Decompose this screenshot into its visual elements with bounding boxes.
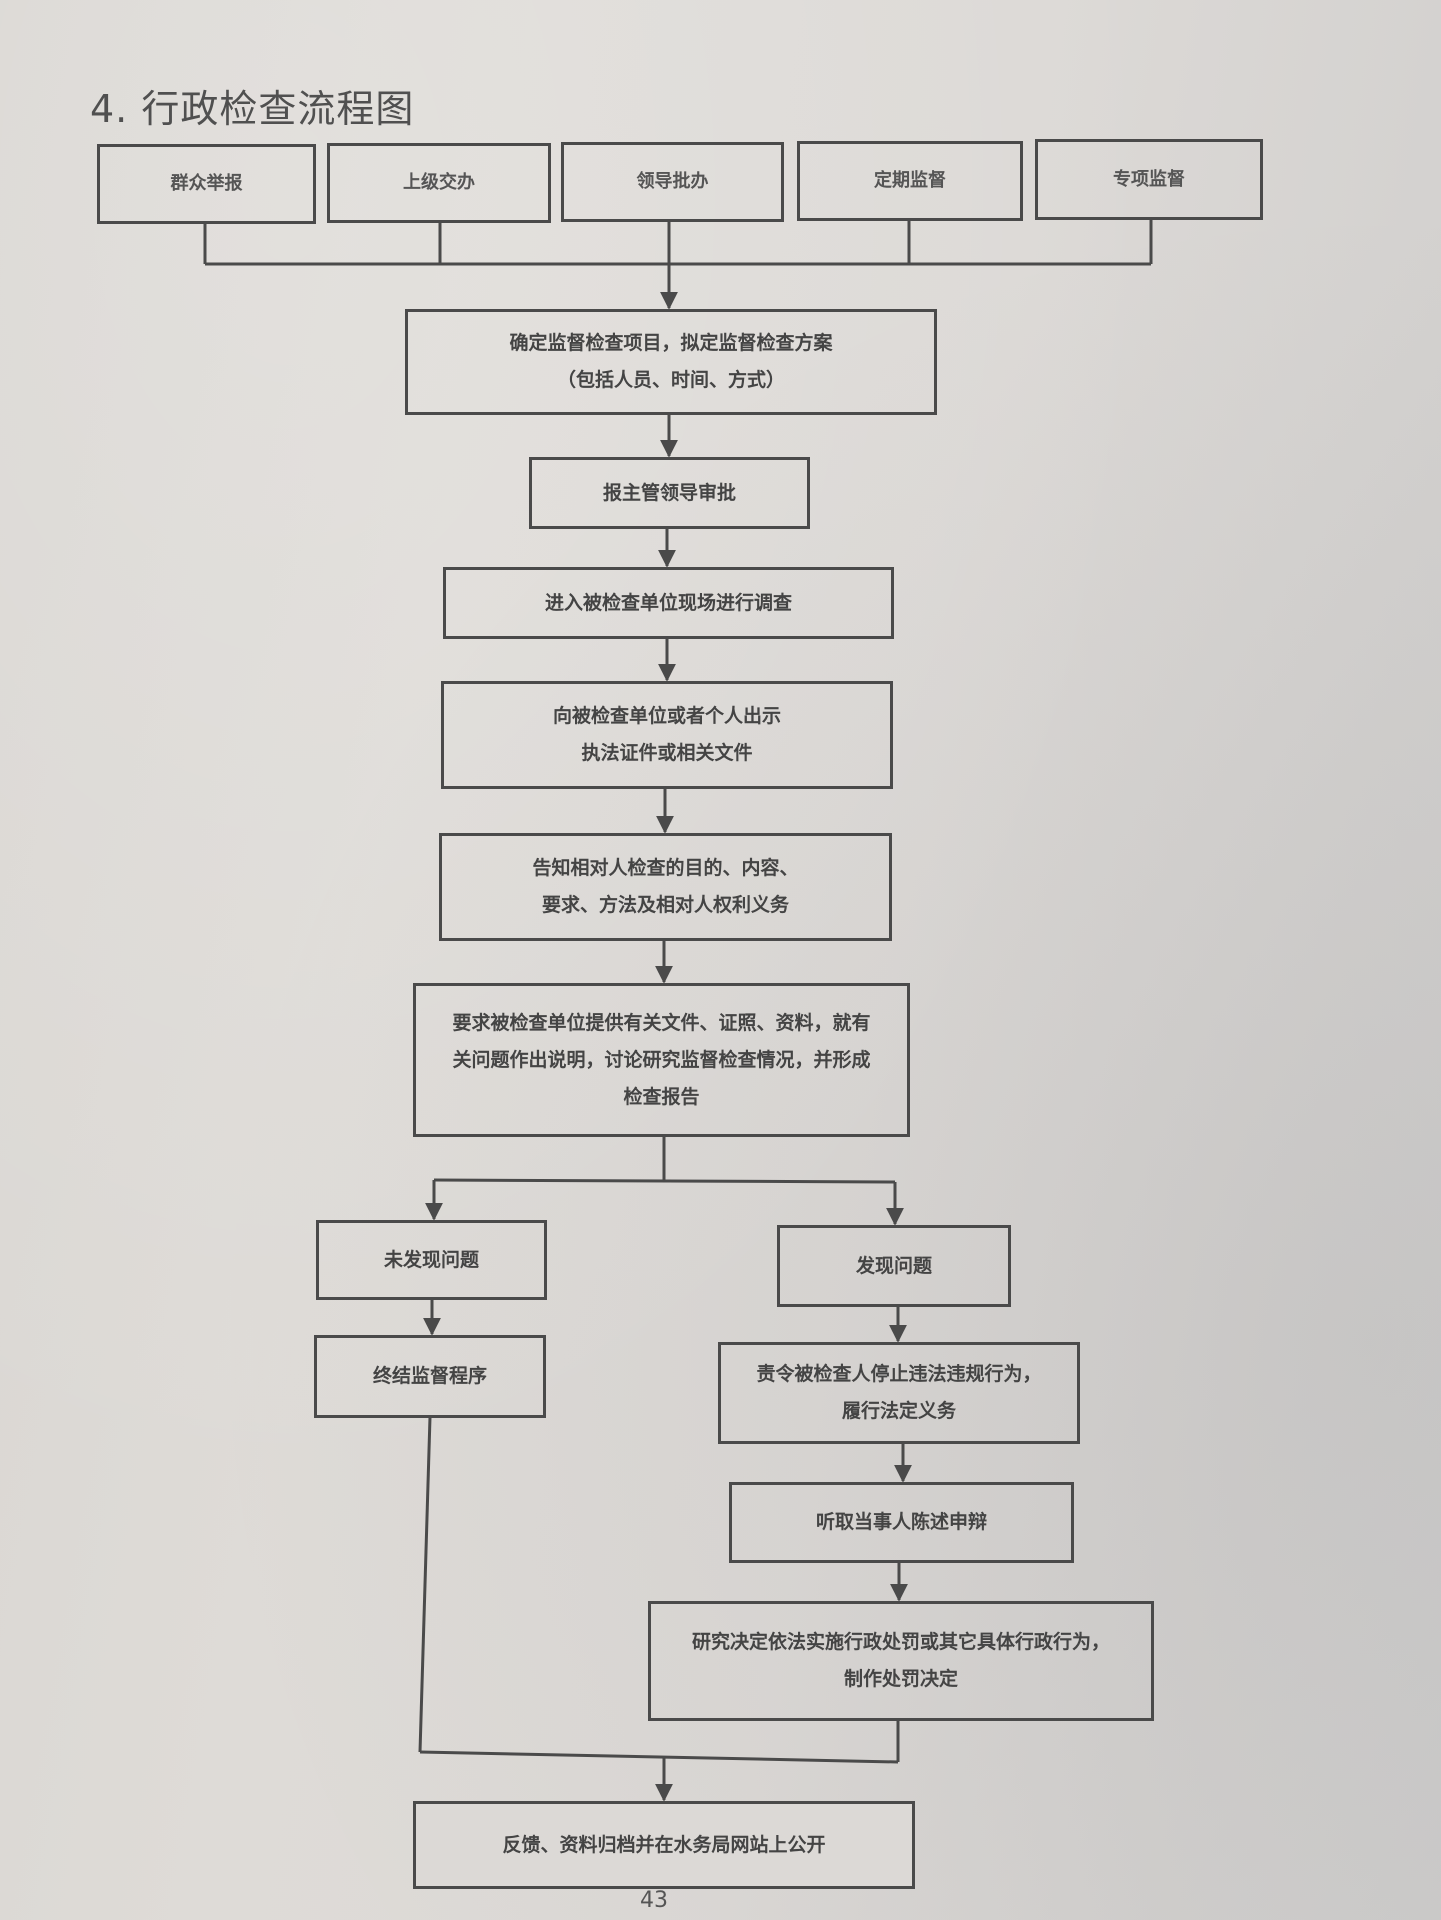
step-enter-site-line-1: 进入被检查单位现场进行调查 (544, 591, 792, 614)
step-inform-line-1: 告知相对人检查的目的、内容、 (532, 857, 799, 879)
step-report-line-2: 关问题作出说明，讨论研究监督检查情况，并形成 (452, 1048, 871, 1071)
step-decide: 研究决定依法实施行政处罚或其它具体行政行为， 制作处罚决定 (648, 1601, 1154, 1721)
source-box-regular-supervision: 定期监督 (797, 141, 1023, 221)
source-box-leader-instruction: 领导批办 (561, 142, 784, 222)
step-inform-line-2: 要求、方法及相对人权利义务 (541, 894, 789, 916)
step-problem-found-line-1: 发现问题 (855, 1254, 932, 1277)
step-approve-line-1: 报主管领导审批 (602, 481, 736, 504)
step-inform: 告知相对人检查的目的、内容、 要求、方法及相对人权利义务 (439, 833, 892, 941)
step-report-line-1: 要求被检查单位提供有关文件、证照、资料，就有 (452, 1011, 871, 1034)
source-box-special-supervision: 专项监督 (1035, 139, 1263, 220)
source-box-superior-assignment: 上级交办 (327, 143, 551, 223)
step-archive-line-1: 反馈、资料归档并在水务局网站上公开 (502, 1833, 826, 1856)
step-report: 要求被检查单位提供有关文件、证照、资料，就有 关问题作出说明，讨论研究监督检查情… (413, 983, 910, 1137)
step-order-stop-line-2: 履行法定义务 (841, 1400, 956, 1422)
step-show-credentials: 向被检查单位或者个人出示 执法证件或相关文件 (441, 681, 893, 789)
source-label: 专项监督 (1113, 168, 1185, 190)
step-problem-found: 发现问题 (777, 1225, 1011, 1307)
step-show-credentials-line-1: 向被检查单位或者个人出示 (552, 705, 781, 727)
step-show-credentials-line-2: 执法证件或相关文件 (581, 742, 753, 764)
step-terminate: 终结监督程序 (314, 1335, 546, 1418)
step-report-line-3: 检查报告 (623, 1085, 700, 1108)
source-label: 定期监督 (874, 170, 946, 191)
step-decide-line-2: 制作处罚决定 (843, 1668, 958, 1690)
step-approve: 报主管领导审批 (529, 457, 810, 529)
connector-terminate-down (418, 1416, 432, 1753)
step-enter-site: 进入被检查单位现场进行调查 (443, 567, 894, 639)
step-order-stop: 责令被检查人停止违法违规行为， 履行法定义务 (718, 1342, 1080, 1444)
step-order-stop-line-1: 责令被检查人停止违法违规行为， (756, 1363, 1042, 1385)
step-plan-line-1: 确定监督检查项目，拟定监督检查方案 (509, 332, 833, 354)
step-hearing: 听取当事人陈述申辩 (729, 1482, 1074, 1563)
page-number: 43 (640, 1888, 668, 1913)
step-decide-line-1: 研究决定依法实施行政处罚或其它具体行政行为， (691, 1631, 1110, 1653)
source-label: 上级交办 (403, 172, 475, 193)
source-label: 领导批办 (636, 171, 709, 192)
connector-merge-bus (419, 1750, 899, 1764)
step-no-problem-line-1: 未发现问题 (383, 1248, 479, 1271)
step-plan: 确定监督检查项目，拟定监督检查方案 （包括人员、时间、方式） (405, 309, 937, 415)
source-label: 群众举报 (170, 173, 243, 194)
page-title: 4. 行政检查流程图 (90, 87, 415, 131)
step-plan-line-2: （包括人员、时间、方式） (556, 369, 785, 391)
step-archive: 反馈、资料归档并在水务局网站上公开 (413, 1801, 915, 1889)
source-box-public-report: 群众举报 (97, 144, 316, 224)
step-hearing-line-1: 听取当事人陈述申辩 (815, 1511, 987, 1533)
step-terminate-line-1: 终结监督程序 (372, 1365, 487, 1387)
step-no-problem: 未发现问题 (316, 1220, 547, 1300)
connector-split-bus (433, 1178, 896, 1184)
